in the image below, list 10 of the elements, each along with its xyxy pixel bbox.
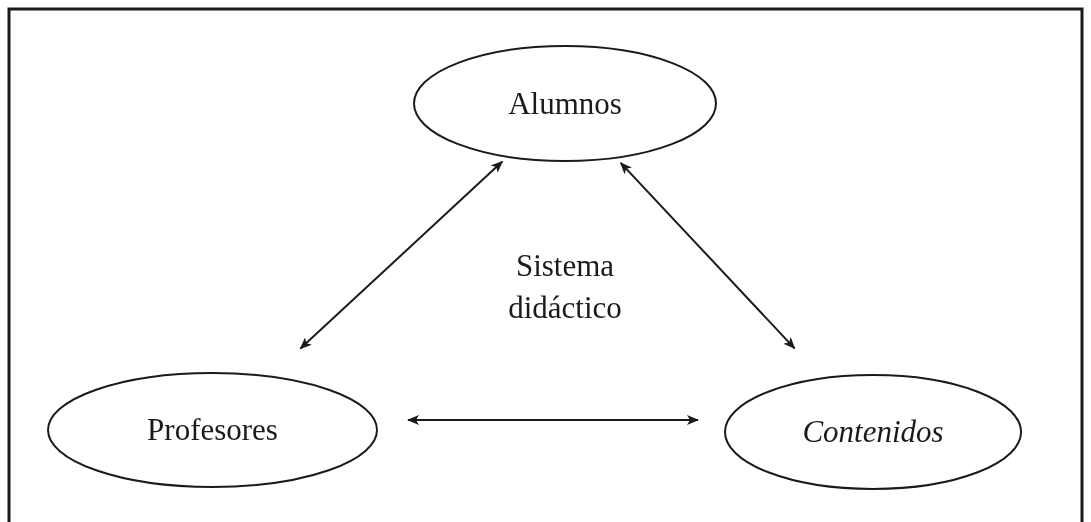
node-label: Contenidos <box>802 414 944 450</box>
node-label: Profesores <box>147 412 278 448</box>
double-arrow <box>619 161 796 350</box>
double-arrow <box>299 160 504 350</box>
ellipse-node <box>724 374 1022 490</box>
node-label: Alumnos <box>508 85 622 122</box>
center-label: Sistema didáctico <box>507 247 623 327</box>
ellipse-node <box>413 45 717 162</box>
double-arrow <box>407 415 699 425</box>
ellipse-node <box>47 372 378 488</box>
